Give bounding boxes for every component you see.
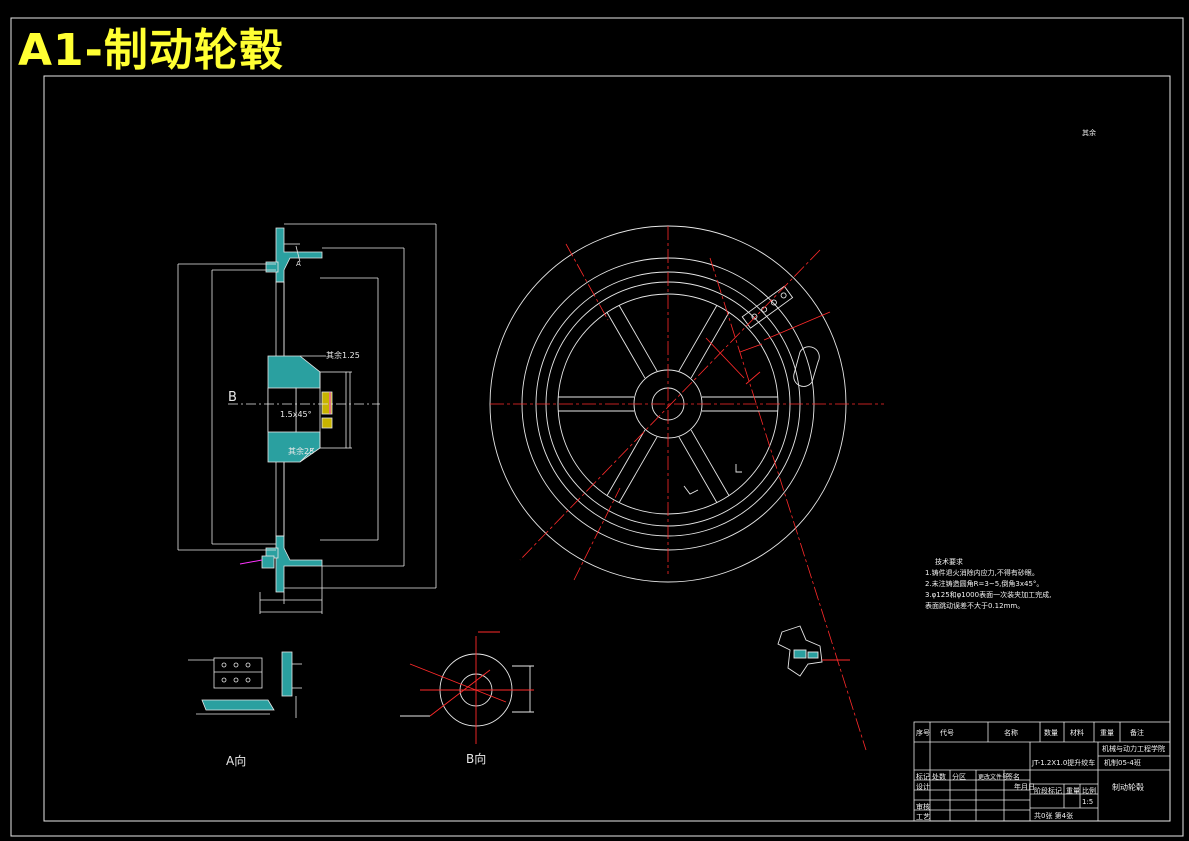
view-b-redlines bbox=[409, 631, 534, 744]
tb-row-process: 工艺 bbox=[916, 813, 930, 821]
view-b-marker: B bbox=[228, 390, 237, 405]
center-lines bbox=[490, 226, 884, 751]
spoke-edge bbox=[618, 436, 658, 503]
view-a-drawing bbox=[188, 651, 302, 718]
tb-col-zone: 分区 bbox=[952, 773, 966, 781]
tb-school: 机械与动力工程学院 bbox=[1102, 745, 1165, 753]
tb-sheets: 共0张 第4张 bbox=[1034, 812, 1074, 820]
tb-col-count: 处数 bbox=[932, 773, 946, 781]
roughness-symbol: 其余 bbox=[1082, 129, 1096, 137]
tb-row-review: 审核 bbox=[916, 803, 930, 811]
tb-header-qty: 数量 bbox=[1044, 729, 1058, 737]
tb-header-code: 代号 bbox=[940, 729, 954, 737]
spoke-edge bbox=[678, 305, 718, 372]
tb-header-no: 序号 bbox=[916, 729, 930, 737]
tb-row-design: 设计 bbox=[916, 783, 930, 791]
spoke-edge bbox=[606, 429, 646, 496]
tb-part-name: 制动轮毂 bbox=[1112, 783, 1144, 792]
section-view bbox=[177, 223, 437, 614]
tb-scale-label: 比例 bbox=[1082, 787, 1096, 795]
detail-view bbox=[777, 625, 850, 677]
surface-label-bottom: 其余25 bbox=[288, 447, 315, 456]
magenta-leader bbox=[239, 559, 263, 565]
tb-col-doc: 更改文件号 bbox=[978, 774, 1009, 781]
tb-row-mark: 标记 bbox=[916, 773, 930, 781]
tb-header-weight: 重量 bbox=[1100, 729, 1114, 737]
banner-title: A1-制动轮毂 bbox=[18, 25, 284, 76]
notes-line-2: 2.未注铸造圆角R=3~5,倒角3x45°。 bbox=[925, 580, 1044, 588]
surface-label-top: 其余1.25 bbox=[326, 351, 360, 360]
section-a-marker: A bbox=[296, 260, 301, 268]
tb-col-sign: 签名 bbox=[1006, 773, 1020, 781]
tb-weight: 重量 bbox=[1066, 787, 1080, 795]
inner-frame bbox=[43, 75, 1171, 822]
spoke-edge bbox=[690, 312, 730, 379]
tb-project: JT-1.2X1.0提升绞车 bbox=[1032, 759, 1096, 767]
tb-header-material: 材料 bbox=[1070, 729, 1084, 737]
title-block-lines bbox=[913, 721, 1171, 822]
tb-class: 机制05-4班 bbox=[1104, 759, 1141, 767]
chamfer-label: 1.5x45° bbox=[280, 410, 312, 419]
spoke-edge bbox=[618, 305, 658, 372]
spoke-edge bbox=[690, 429, 730, 496]
spoke-edge bbox=[606, 312, 646, 379]
spoke-edge bbox=[678, 436, 718, 503]
notes-line-1: 1.铸件退火消除内应力,不得有砂眼。 bbox=[925, 569, 1039, 577]
view-b-label: B向 bbox=[466, 752, 487, 766]
notes-line-4: 表面跳动误差不大于0.12mm。 bbox=[925, 602, 1025, 610]
notes-heading: 技术要求 bbox=[935, 558, 963, 566]
tb-stage: 阶段标记 bbox=[1034, 787, 1062, 795]
technical-notes: 技术要求 1.铸件退火消除内应力,不得有砂眼。 2.未注铸造圆角R=3~5,倒角… bbox=[925, 557, 1051, 612]
tb-header-remark: 备注 bbox=[1130, 729, 1144, 737]
tb-header-name: 名称 bbox=[1004, 729, 1018, 737]
view-a-label: A向 bbox=[226, 754, 247, 768]
notes-line-3: 3.φ125和φ1000表面一次装夹加工完成, bbox=[925, 591, 1052, 599]
red-leaders bbox=[705, 311, 831, 385]
tb-scale: 1:5 bbox=[1082, 798, 1094, 806]
tb-col-date: 年月日 bbox=[1014, 783, 1035, 791]
outer-frame bbox=[10, 17, 1184, 837]
